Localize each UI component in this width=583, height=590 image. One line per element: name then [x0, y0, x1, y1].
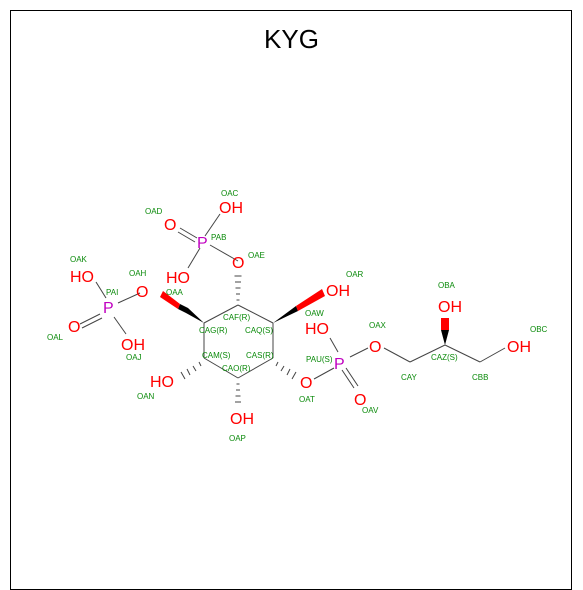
atom-o-dbl-right: O — [354, 392, 366, 409]
name-OBA: OBA — [438, 281, 456, 290]
atom-ho-left: HO — [70, 269, 94, 286]
name-CAY: CAY — [401, 373, 418, 382]
wedge-OAR-red — [296, 289, 325, 311]
atom-oh-ring-bottom: OH — [230, 411, 254, 428]
atom-o-dbl-left: O — [68, 319, 80, 336]
molecule-title: KYG — [264, 24, 319, 54]
name-PAU: PAU(S) — [306, 355, 333, 364]
bond-CAG-CAF — [203, 304, 239, 324]
name-OAW: OAW — [305, 309, 324, 318]
bond-CAF-CAQ — [237, 304, 274, 324]
bond-PAI-OAJ — [113, 316, 127, 335]
atom-oh-chain-end: OH — [507, 339, 531, 356]
bond-OAT-PAU — [313, 367, 335, 380]
atom-ho-ring-left: HO — [150, 374, 174, 391]
name-CAF: CAF(R) — [223, 313, 250, 322]
stereo-bonds — [160, 275, 449, 403]
bond-CAZ-CBB — [444, 344, 481, 363]
glycerol-chain-bonds — [383, 344, 506, 363]
name-CAS: CAS(R) — [246, 351, 274, 360]
bond-CAO-CAM — [203, 357, 239, 379]
name-OAX: OAX — [369, 321, 387, 330]
name-OAN: OAN — [137, 392, 155, 401]
bond-PAB-OAD-b — [177, 231, 196, 243]
atom-p-top: P — [197, 235, 208, 252]
atom-ho-mid: HO — [305, 321, 329, 338]
wedge-CAQ-OAR — [273, 306, 298, 323]
name-CAM: CAM(S) — [202, 351, 231, 360]
name-OBC: OBC — [530, 325, 548, 334]
bond-PAI-OAL-b — [81, 317, 103, 329]
atom-labels: OH O P HO O HO P O O OH OH HO P O O O OH… — [68, 200, 531, 428]
bond-OAE-PAB — [209, 244, 239, 262]
name-OAK: OAK — [70, 255, 88, 264]
bond-PAU-OAX — [349, 347, 369, 358]
name-OAE: OAE — [248, 251, 265, 260]
phosphate-right-bonds — [313, 337, 369, 389]
atom-names: OAC OAD PAB OAE OAK OAH PAI OAA OAL OAJ … — [47, 189, 548, 443]
phosphate-left-bonds — [79, 281, 141, 335]
bond-OAA-PAI — [117, 292, 141, 304]
atom-o-ester-right: O — [300, 375, 312, 392]
hash-CAO-OAP — [235, 383, 241, 403]
bond-CBB-OBC — [479, 347, 506, 363]
wedge-OBA-red — [441, 318, 449, 330]
bond-OAX-CAY — [383, 347, 411, 363]
name-OAL: OAL — [47, 333, 64, 342]
viewer-frame — [10, 10, 572, 590]
name-OAC: OAC — [221, 189, 239, 198]
wedge-CAG-OAA — [178, 304, 204, 323]
name-OAA: OAA — [166, 288, 184, 297]
bond-CAS-CAO — [237, 357, 274, 379]
name-PAI: PAI — [106, 288, 118, 297]
name-CAO: CAO(R) — [222, 364, 251, 373]
name-OAT: OAT — [299, 395, 315, 404]
atom-oh-right-wedge: OH — [326, 283, 350, 300]
name-CAG: CAG(R) — [199, 326, 228, 335]
atom-o-dbl-top: O — [164, 217, 176, 234]
name-OAV: OAV — [362, 406, 379, 415]
name-CAZ: CAZ(S) — [431, 353, 458, 362]
bond-PAB-OAC — [204, 213, 221, 237]
hash-CAF-OAE — [234, 275, 242, 301]
atom-o-ester-top: O — [232, 255, 244, 272]
bond-PAB-OH — [187, 247, 201, 269]
bond-PAU-OAV-b — [345, 367, 359, 387]
name-OAP: OAP — [229, 434, 246, 443]
atom-oh-left-bottom: OH — [121, 337, 145, 354]
ring-bonds — [203, 304, 274, 379]
bond-PAB-OAD-a — [179, 227, 198, 239]
phosphate-top-bonds — [177, 213, 239, 269]
name-OAH: OAH — [129, 269, 147, 278]
atom-p-right: P — [334, 356, 345, 373]
hash-CAM-OAN — [180, 361, 202, 380]
atom-ho-top: HO — [166, 270, 190, 287]
bond-PAU-OAW — [329, 337, 339, 353]
name-PAB: PAB — [211, 233, 226, 242]
name-OAJ: OAJ — [126, 353, 142, 362]
name-CAQ: CAQ(S) — [245, 326, 273, 335]
name-OAD: OAD — [145, 207, 163, 216]
atom-o-ester-left: O — [136, 284, 148, 301]
atom-oh-chain-top: OH — [438, 299, 462, 316]
bond-PAI-OAL-a — [79, 313, 101, 325]
atom-p-left: P — [103, 300, 114, 317]
name-CBB: CBB — [472, 373, 488, 382]
name-OAR: OAR — [346, 270, 364, 279]
atom-o-chain: O — [369, 339, 381, 356]
bond-PAI-OAK — [95, 281, 107, 299]
wedge-OAA-red — [160, 291, 180, 309]
bond-PAU-OAV-a — [341, 369, 355, 389]
atom-oh-top: OH — [219, 200, 243, 217]
wedge-CAZ-OBA — [441, 330, 449, 345]
bond-CAY-CAZ — [409, 344, 446, 363]
hash-CAS-OAT — [275, 361, 297, 380]
